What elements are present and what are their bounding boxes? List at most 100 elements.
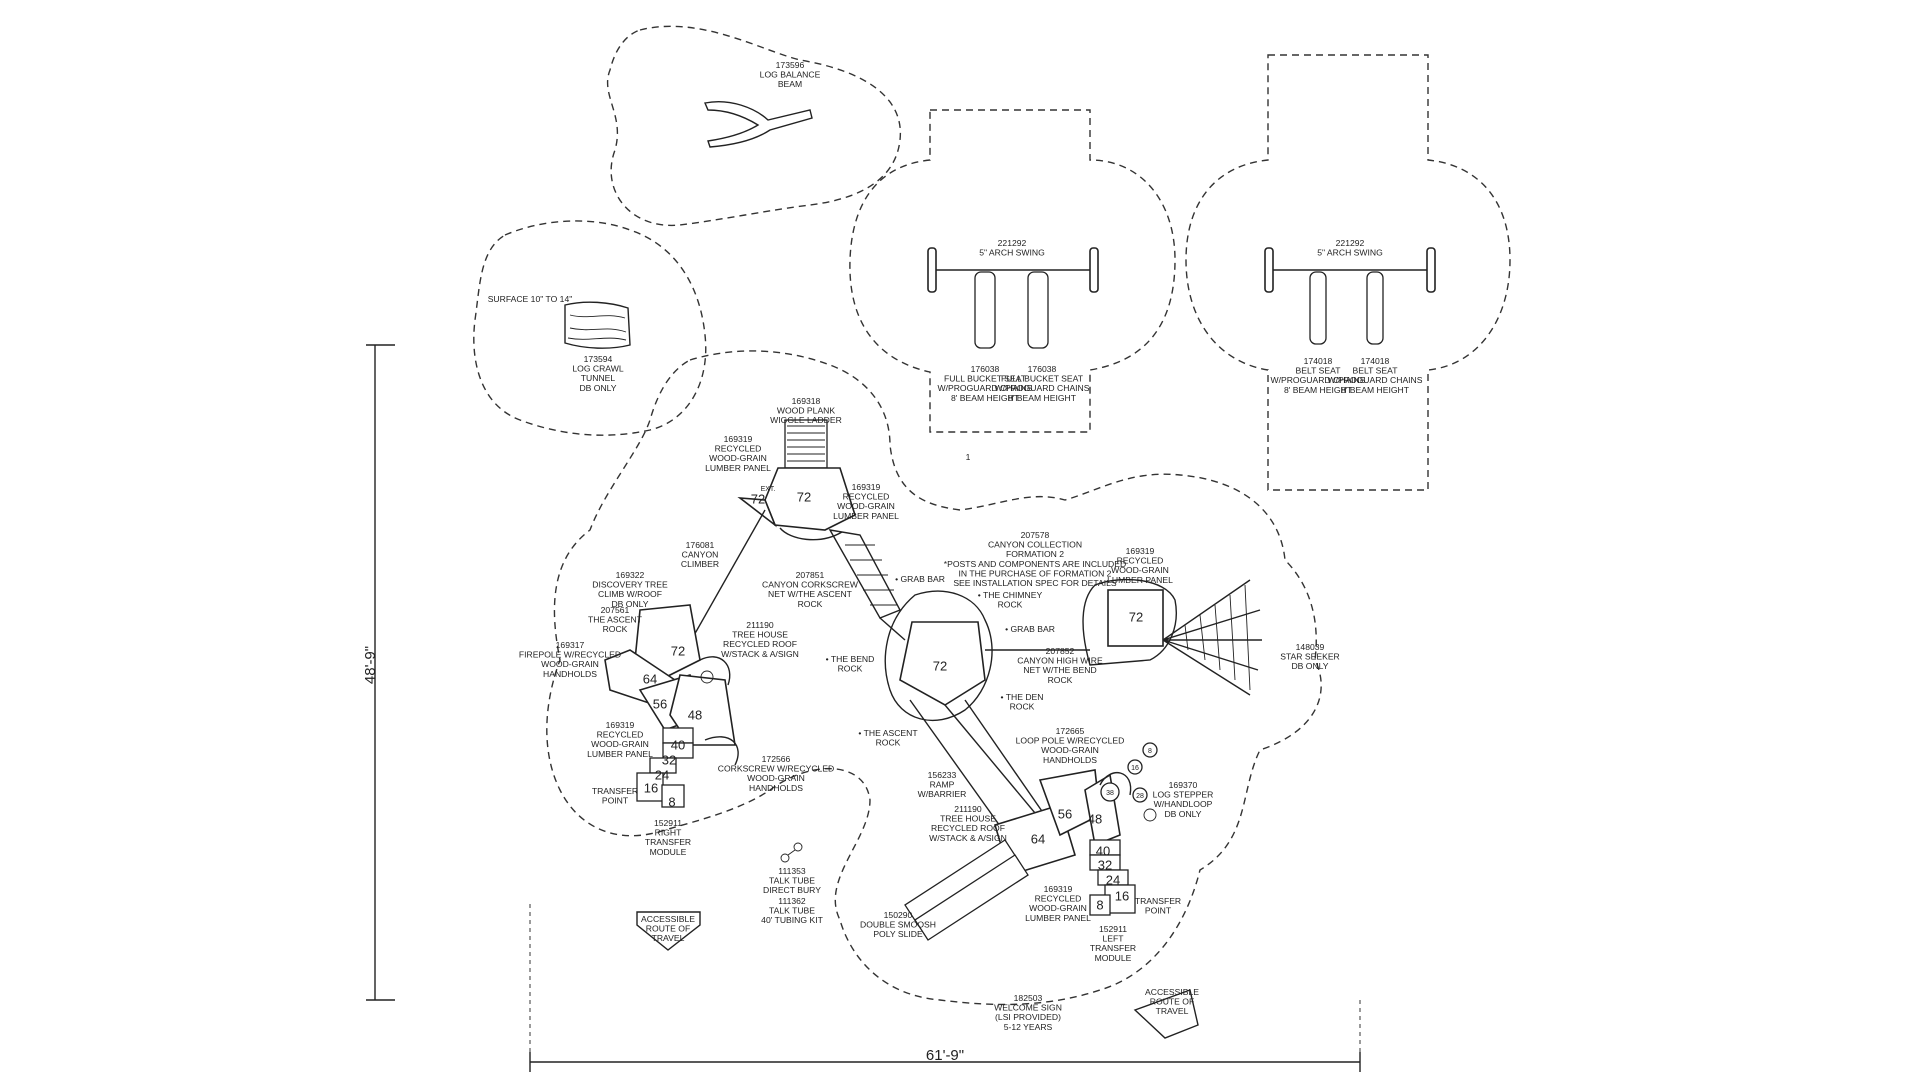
callout-line: 207852 [1046,646,1075,656]
deck-height-h-ext: EXT. [761,486,776,493]
callout-line: TRAVEL [1156,1006,1189,1016]
callout-line: 221292 [1336,238,1365,248]
callout-line: • THE ASCENT [858,728,918,738]
log-crawl-tunnel [564,301,631,349]
callout-line: ROUTE OF [646,924,690,934]
callout-line: SEE INSTALLATION SPEC FOR DETAILS [953,578,1117,588]
callout-line: ROCK [798,599,823,609]
callout-line: WIGGLE LADDER [770,415,842,425]
callout-line: SURFACE 10" TO 14" [488,294,573,304]
deck-height-stepper-16: 16 [1131,765,1139,772]
callout-line: LUMBER PANEL [705,463,771,473]
callout-line: W/PROGUARD CHAINS [937,383,1032,393]
width-dimension: 61'-9" [926,1047,964,1064]
deck-height-h-left-56: 56 [653,696,667,711]
callout-line: 152911 [654,818,682,828]
callout-line: 221292 [998,238,1027,248]
wiggle-ladder [784,419,828,469]
callout-line: 169319 [606,720,635,730]
deck-height-h-left-48: 48 [688,707,702,722]
callout-line: CLIMBER [681,559,719,569]
callout-line: WOOD-GRAIN [1041,745,1099,755]
deck-height-stepper-28: 28 [1136,793,1144,800]
callout-line: 8' BEAM HEIGHT [951,393,1020,403]
deck-height-h-left-24: 24 [655,767,669,782]
callout-line: WELCOME SIGN [994,1003,1062,1013]
callout-line: FIREPOLE W/RECYCLED [519,650,621,660]
callout-line: 174018 [1361,356,1390,366]
stepper-16-circle [1127,759,1143,775]
callout-line: 8' BEAM HEIGHT [1008,393,1077,403]
center-tower [884,590,1090,841]
callout-line: 5" ARCH SWING [979,248,1045,258]
deck-height-h-b-24: 24 [1106,872,1120,887]
callout-line: NET W/THE ASCENT [768,589,853,599]
callout-line: DIRECT BURY [763,885,821,895]
callout-line: ROCK [838,664,863,674]
callout-line: RECYCLED [1035,894,1082,904]
callout-line: RECYCLED ROOF [931,823,1005,833]
callout-line: CANYON CORKSCREW [762,580,859,590]
callout-line: TUNNEL [581,373,616,383]
callout-line: 211190 [954,804,982,814]
accessible-route-arrow-left [636,911,701,951]
callout-line: CORKSCREW W/RECYCLED [718,764,835,774]
callout-line: RECYCLED [1117,556,1164,566]
belt-swing [1264,247,1436,345]
callout-line: LOOP POLE W/RECYCLED [1016,736,1125,746]
callout-line: POLY SLIDE [873,929,923,939]
callout-line: 169370 [1169,780,1198,790]
callout-line: LOG BALANCE [760,70,821,80]
callout-line: • THE DEN [1001,692,1044,702]
callout-line: NET W/THE BEND [1023,665,1096,675]
callout-line: 148039 [1296,642,1325,652]
deck-height-h-b-40: 40 [1096,843,1110,858]
belt-swing-zone [1185,54,1511,491]
callout-line: FULL BUCKET SEAT [1001,374,1084,384]
height-dimension: 48'-9" [362,646,379,684]
callout-line: TRANSFER [1090,943,1136,953]
callout-line: WOOD-GRAIN [747,773,805,783]
callout-surface: SURFACE 10" TO 14" [488,294,573,304]
callout-line: RECYCLED ROOF [723,639,797,649]
deck-height-h-right-72: 72 [1129,609,1143,624]
callout-line: WOOD-GRAIN [709,453,767,463]
callout-line: LOG CRAWL [572,364,623,374]
right-tower [1082,578,1262,696]
callout-line: 8' BEAM HEIGHT [1341,385,1410,395]
callout-line: 111362 [778,896,806,906]
callout-line: 40' TUBING KIT [761,915,823,925]
callout-line: 207578 [1021,530,1050,540]
callout-line: ROCK [876,738,901,748]
callout-line: RIGHT [655,828,682,838]
callout-line: 173594 [584,354,613,364]
callout-grab-bar-b: • GRAB BAR [1005,624,1055,634]
callout-line: BEAM [778,79,802,89]
deck-height-h-b-16: 16 [1115,888,1129,903]
callout-line: 169319 [852,482,881,492]
callout-line: (LSI PROVIDED) [995,1012,1061,1022]
callout-line: HANDHOLDS [1043,755,1097,765]
callout-line: CLIMB W/ROOF [598,589,662,599]
callout-line: POINT [602,796,629,806]
callout-line: • GRAB BAR [1005,624,1055,634]
bucket-swing [927,247,1099,349]
callout-line: • THE BEND [826,654,875,664]
accessible-route-arrow-right [1133,989,1199,1039]
log-steppers [1100,742,1158,803]
